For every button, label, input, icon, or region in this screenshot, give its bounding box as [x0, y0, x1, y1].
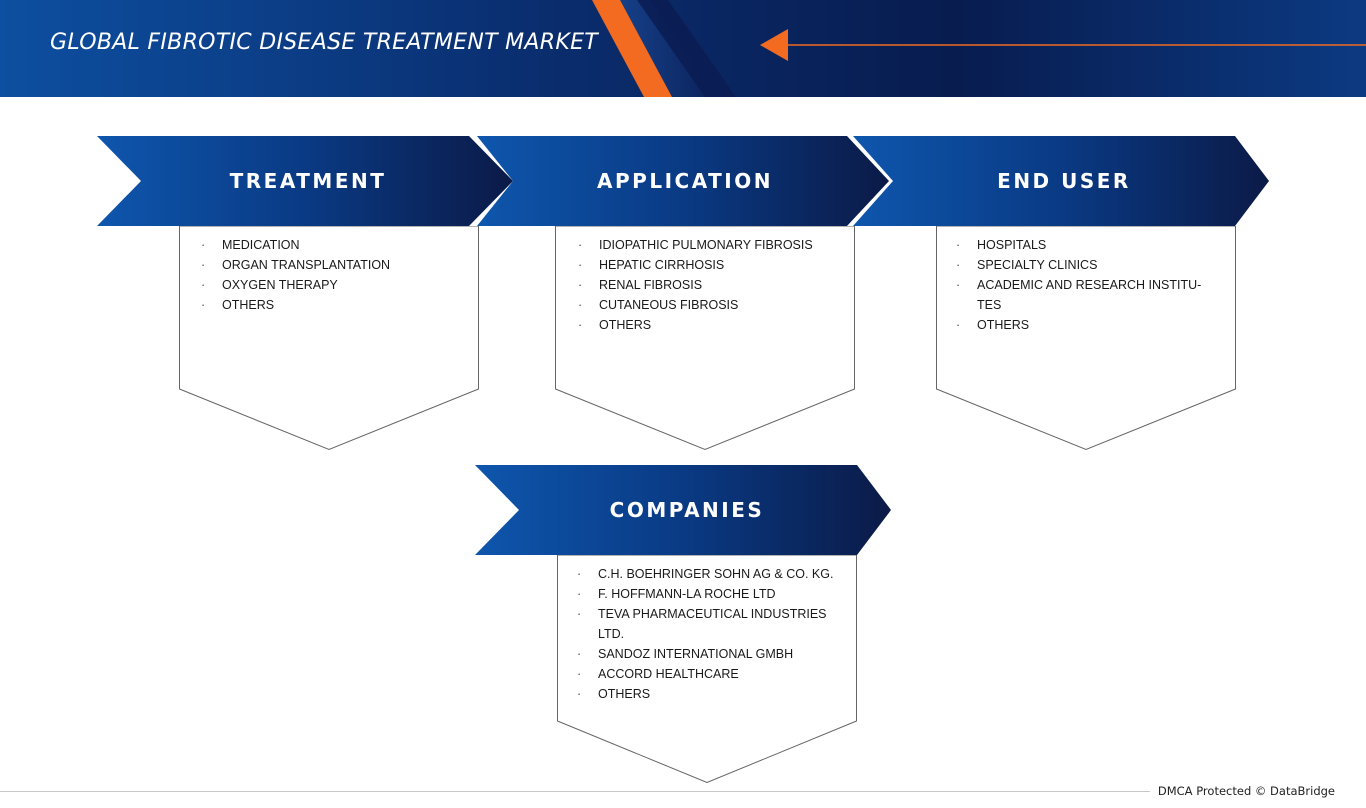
- list-item: · OTHERS: [577, 684, 833, 704]
- bullet: ·: [201, 258, 206, 272]
- application-heading: APPLICATION: [597, 169, 773, 193]
- bullet: ·: [578, 238, 583, 252]
- application-list: · IDIOPATHIC PULMONARY FIBROSIS · HEPATIC …: [578, 235, 813, 335]
- application-arrow: APPLICATION: [477, 136, 889, 226]
- application-item: OTHERS: [599, 318, 652, 332]
- treatment-item: MEDICATION: [222, 238, 300, 252]
- bullet: ·: [578, 278, 583, 292]
- list-item: · CUTANEOUS FIBROSIS: [578, 295, 813, 315]
- treatment-item: OXYGEN THERAPY: [222, 278, 338, 292]
- dmca-footer: DMCA Protected © DataBridge: [1157, 784, 1335, 798]
- end-user-item: OTHERS: [977, 318, 1030, 332]
- list-item-continuation: TES: [956, 295, 1201, 315]
- company-item: OTHERS: [598, 687, 651, 701]
- list-item: · OTHERS: [956, 315, 1201, 335]
- orange-stripe: [592, 0, 672, 97]
- page-title: GLOBAL FIBROTIC DISEASE TREATMENT MARKET: [50, 30, 599, 55]
- list-item: · IDIOPATHIC PULMONARY FIBROSIS: [578, 235, 813, 255]
- companies-list: · C.H. BOEHRINGER SOHN AG & CO. KG. · F. H…: [577, 564, 833, 704]
- end-user-item: HOSPITALS: [977, 238, 1047, 252]
- bullet: ·: [577, 607, 582, 621]
- treatment-panel-shape: [179, 226, 479, 451]
- treatment-item: OTHERS: [222, 298, 275, 312]
- treatment-item: ORGAN TRANSPLANTATION: [222, 258, 391, 272]
- header-banner: GLOBAL FIBROTIC DISEASE TREATMENT MARKET: [0, 0, 1366, 97]
- list-item: · HEPATIC CIRRHOSIS: [578, 255, 813, 275]
- bullet: ·: [578, 258, 583, 272]
- list-item: · OTHERS: [201, 295, 390, 315]
- bullet: ·: [577, 667, 582, 681]
- end-user-arrow: END USER: [853, 136, 1269, 226]
- companies-panel: · C.H. BOEHRINGER SOHN AG & CO. KG. · F. H…: [557, 555, 857, 783]
- list-item: · TEVA PHARMACEUTICAL INDUSTRIES: [577, 604, 833, 624]
- company-item: LTD.: [598, 627, 625, 641]
- list-item: · SPECIALTY CLINICS: [956, 255, 1201, 275]
- list-item: · MEDICATION: [201, 235, 390, 255]
- list-item: · ACADEMIC AND RESEARCH INSTITU-: [956, 275, 1201, 295]
- list-item: · HOSPITALS: [956, 235, 1201, 255]
- bullet: ·: [577, 567, 582, 581]
- treatment-panel: · MEDICATION · ORGAN TRANSPLANTATION · OXYG…: [179, 226, 479, 451]
- end-user-item: ACADEMIC AND RESEARCH INSTITU-: [977, 278, 1202, 292]
- list-item: · RENAL FIBROSIS: [578, 275, 813, 295]
- list-item: · OTHERS: [578, 315, 813, 335]
- company-item: F. HOFFMANN-LA ROCHE LTD: [598, 587, 776, 601]
- bullet: ·: [956, 318, 961, 332]
- company-item: TEVA PHARMACEUTICAL INDUSTRIES: [598, 607, 827, 621]
- list-item: · SANDOZ INTERNATIONAL GMBH: [577, 644, 833, 664]
- bullet: ·: [577, 687, 582, 701]
- application-panel: · IDIOPATHIC PULMONARY FIBROSIS · HEPATIC …: [555, 226, 855, 451]
- end-user-list: · HOSPITALS · SPECIALTY CLINICS · ACADEMIC …: [956, 235, 1201, 335]
- bullet: ·: [201, 298, 206, 312]
- application-panel-shape: [555, 226, 855, 451]
- bullet: ·: [956, 258, 961, 272]
- treatment-heading: TREATMENT: [229, 169, 387, 193]
- end-user-item: SPECIALTY CLINICS: [977, 258, 1098, 272]
- application-item: CUTANEOUS FIBROSIS: [599, 298, 739, 312]
- bullet: ·: [577, 587, 582, 601]
- companies-arrow: COMPANIES: [475, 465, 891, 555]
- companies-arrow-shape: [475, 465, 891, 555]
- bullet: ·: [577, 647, 582, 661]
- companies-heading: COMPANIES: [609, 498, 765, 522]
- footer-divider: [0, 791, 1150, 792]
- list-item: · F. HOFFMANN-LA ROCHE LTD: [577, 584, 833, 604]
- bullet: ·: [201, 238, 206, 252]
- application-arrow-shape: [477, 136, 889, 226]
- list-item: · OXYGEN THERAPY: [201, 275, 390, 295]
- end-user-arrow-shape: [853, 136, 1269, 226]
- end-user-heading: END USER: [997, 169, 1131, 193]
- bullet: ·: [956, 238, 961, 252]
- list-item: · C.H. BOEHRINGER SOHN AG & CO. KG.: [577, 564, 833, 584]
- bullet: ·: [201, 278, 206, 292]
- treatment-list: · MEDICATION · ORGAN TRANSPLANTATION · OXYG…: [201, 235, 390, 315]
- bullet: ·: [578, 298, 583, 312]
- application-item: HEPATIC CIRRHOSIS: [599, 258, 725, 272]
- banner-background: [0, 0, 1366, 97]
- application-item: IDIOPATHIC PULMONARY FIBROSIS: [599, 238, 813, 252]
- companies-panel-shape: [557, 555, 857, 783]
- end-user-item: TES: [977, 298, 1002, 312]
- company-item: ACCORD HEALTHCARE: [598, 667, 739, 681]
- end-user-panel-shape: [936, 226, 1236, 451]
- list-item: · ACCORD HEALTHCARE: [577, 664, 833, 684]
- list-item-continuation: LTD.: [577, 624, 833, 644]
- list-item: · ORGAN TRANSPLANTATION: [201, 255, 390, 275]
- orange-pointer-icon: [760, 29, 788, 61]
- end-user-panel: · HOSPITALS · SPECIALTY CLINICS · ACADEMIC …: [936, 226, 1236, 451]
- application-item: RENAL FIBROSIS: [599, 278, 703, 292]
- company-item: C.H. BOEHRINGER SOHN AG & CO. KG.: [598, 567, 834, 581]
- bullet: ·: [956, 278, 961, 292]
- company-item: SANDOZ INTERNATIONAL GMBH: [598, 647, 794, 661]
- banner-stripe: [637, 0, 736, 97]
- bullet: ·: [578, 318, 583, 332]
- treatment-arrow-shape: [97, 136, 513, 226]
- treatment-arrow: TREATMENT: [97, 136, 513, 226]
